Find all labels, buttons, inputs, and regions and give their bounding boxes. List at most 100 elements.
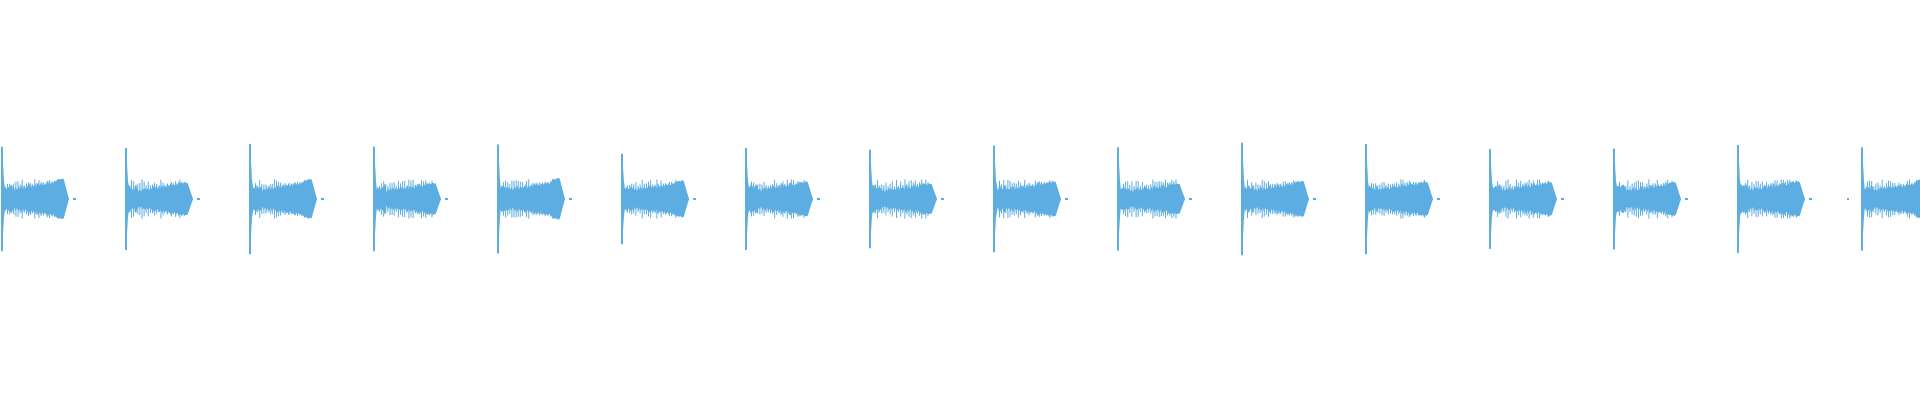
waveform-sample (503, 182, 504, 216)
waveform-sample (1373, 183, 1375, 215)
waveform-sample (303, 181, 305, 217)
waveform-sample (1150, 184, 1152, 214)
waveform-sample (1885, 182, 1887, 216)
waveform-sample (168, 185, 170, 214)
waveform-sample (509, 184, 511, 214)
waveform-sample (278, 182, 280, 217)
waveform-sample (400, 183, 401, 215)
waveform-sample (1751, 181, 1753, 217)
waveform-sample (1001, 184, 1003, 214)
waveform-sample (32, 185, 34, 213)
waveform-sample (1778, 183, 1780, 215)
waveform-sample (767, 186, 769, 212)
waveform-sample (904, 179, 906, 219)
waveform-sample (675, 179, 677, 219)
waveform-sample (1272, 183, 1274, 215)
waveform-sample (1003, 179, 1005, 219)
waveform-sample (36, 183, 38, 215)
waveform-sample (1495, 186, 1496, 212)
waveform-sample (1789, 179, 1791, 219)
waveform-sample (1261, 179, 1263, 219)
waveform-sample (135, 185, 137, 213)
waveform-sample (1381, 182, 1383, 216)
waveform-sample (1265, 183, 1267, 215)
waveform-sample (669, 182, 670, 216)
waveform-residual (1065, 198, 1068, 200)
waveform-sample (1795, 183, 1797, 215)
waveform-sample (1171, 179, 1173, 219)
waveform-sample (1276, 182, 1278, 216)
waveform-sample (139, 183, 141, 215)
waveform-sample (1890, 181, 1892, 217)
waveform-residual (569, 198, 572, 200)
waveform-sample (1152, 179, 1154, 219)
waveform-sample (1909, 179, 1910, 219)
waveform-sample (517, 181, 519, 217)
waveform-sample (1015, 183, 1017, 215)
waveform-transient (993, 145, 995, 253)
waveform-residual (1561, 198, 1564, 200)
waveform-sample (1394, 183, 1396, 215)
waveform-sample (1127, 181, 1129, 217)
waveform-sample (1413, 182, 1414, 216)
waveform-sample (259, 180, 261, 218)
waveform-sample (423, 181, 425, 217)
waveform-sample (635, 182, 637, 216)
waveform-sample (801, 185, 803, 213)
waveform-sample (1291, 186, 1293, 212)
waveform-sample (1007, 179, 1009, 219)
waveform-sample (912, 182, 914, 216)
waveform-sample (307, 185, 309, 213)
waveform-sample (1522, 183, 1524, 215)
waveform-sample (528, 179, 530, 219)
waveform-sample (1497, 181, 1499, 217)
waveform-sample (389, 182, 391, 216)
waveform-sample (1906, 181, 1908, 218)
waveform-sample (1753, 184, 1755, 214)
waveform-pulse (1365, 143, 1440, 255)
waveform-sample (1524, 182, 1526, 216)
waveform-residual (321, 198, 324, 200)
waveform-sample (383, 181, 385, 217)
waveform-sample (521, 182, 523, 216)
waveform-sample (883, 185, 885, 213)
waveform-sample (1036, 182, 1038, 216)
waveform-sample (1665, 181, 1667, 217)
waveform-sample (1030, 186, 1032, 212)
waveform-sample (143, 181, 145, 217)
waveform-sample (887, 186, 889, 212)
waveform-sample (759, 183, 761, 215)
waveform-sample (391, 183, 393, 215)
waveform-sample (790, 179, 792, 219)
waveform-sample (431, 180, 433, 218)
waveform-sample (49, 180, 50, 218)
waveform-sample (1637, 180, 1639, 218)
waveform-sample (40, 182, 42, 216)
waveform-sample (1389, 184, 1391, 214)
waveform-sample (1911, 183, 1913, 215)
waveform-sample (1247, 179, 1248, 219)
waveform-sample (511, 180, 513, 218)
waveform-sample (1032, 185, 1034, 213)
waveform-sample (46, 180, 48, 218)
waveform-sample (175, 181, 177, 217)
waveform-sample (1396, 182, 1398, 216)
waveform-sample (265, 184, 267, 214)
waveform-sample (927, 182, 929, 216)
waveform-sample (1658, 186, 1660, 212)
waveform-sample (782, 181, 784, 217)
waveform-sample (914, 180, 916, 218)
waveform-sample (17, 181, 19, 217)
waveform-sample (1141, 181, 1143, 217)
waveform-sample (641, 179, 643, 219)
waveform-sample (505, 180, 507, 218)
waveform-sample (784, 184, 786, 214)
waveform-sample (1253, 185, 1255, 213)
waveform-sample (286, 185, 288, 213)
waveform-sample (1415, 182, 1417, 216)
waveform-sample (410, 180, 412, 218)
waveform-sample (1766, 181, 1768, 217)
waveform-sample (999, 180, 1000, 218)
waveform-sample (1284, 181, 1286, 217)
waveform-sample (51, 184, 53, 214)
